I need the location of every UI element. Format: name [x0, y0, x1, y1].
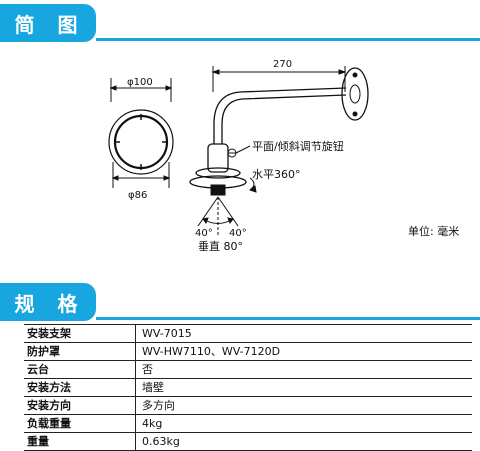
table-row: 安装方向 多方向: [24, 396, 472, 415]
adjust-knob-label: 平面/倾斜调节旋钮: [252, 139, 344, 153]
bracket-drawing: φ100 φ86 270 平面/倾斜调节旋钮 水平360° 40° 40° 垂直…: [108, 59, 459, 253]
spec-value: WV-HW7110、WV-7120D: [135, 342, 472, 361]
spec-label: 安装方向: [24, 396, 136, 415]
spec-label: 安装方法: [24, 378, 136, 397]
table-row: 负载重量 4kg: [24, 414, 472, 433]
spec-value: 墙壁: [135, 378, 472, 397]
spec-label: 重量: [24, 432, 136, 451]
spec-value: 否: [135, 360, 472, 379]
spec-section-title: 规 格: [0, 283, 96, 321]
spec-value: 0.63kg: [135, 432, 472, 451]
horizontal-rotation-label: 水平360°: [252, 168, 301, 181]
angle-left-label: 40°: [195, 228, 213, 239]
angle-right-label: 40°: [229, 228, 247, 239]
bracket-diagram: φ100 φ86 270 平面/倾斜调节旋钮 水平360° 40° 40° 垂直…: [0, 42, 480, 278]
table-row: 安装支架 WV-7015: [24, 324, 472, 343]
spec-value: 4kg: [135, 414, 472, 433]
unit-label: 单位: 毫米: [408, 224, 459, 238]
diagram-section-rule: [96, 38, 480, 41]
diagram-section-header: 简 图: [0, 4, 480, 42]
spec-value: 多方向: [135, 396, 472, 415]
front-view: [108, 78, 174, 188]
spec-label: 负载重量: [24, 414, 136, 433]
table-row: 重量 0.63kg: [24, 432, 472, 451]
spec-label: 安装支架: [24, 324, 136, 343]
diagram-section-title: 简 图: [0, 4, 96, 42]
dim-inner-label: φ86: [128, 190, 147, 201]
spec-label: 防护罩: [24, 342, 136, 361]
table-row: 云台 否: [24, 360, 472, 379]
dim-arm-label: 270: [273, 59, 292, 70]
spec-section-rule: [96, 317, 480, 320]
spec-label: 云台: [24, 360, 136, 379]
side-view: [189, 66, 369, 237]
vertical-angle-label: 垂直 80°: [198, 239, 243, 253]
dim-outer-label: φ100: [127, 77, 153, 88]
table-row: 安装方法 墙壁: [24, 378, 472, 397]
spec-table: 安装支架 WV-7015 防护罩 WV-HW7110、WV-7120D 云台 否…: [24, 324, 472, 451]
spec-section-header: 规 格: [0, 283, 480, 321]
spec-value: WV-7015: [135, 324, 472, 343]
table-row: 防护罩 WV-HW7110、WV-7120D: [24, 342, 472, 361]
